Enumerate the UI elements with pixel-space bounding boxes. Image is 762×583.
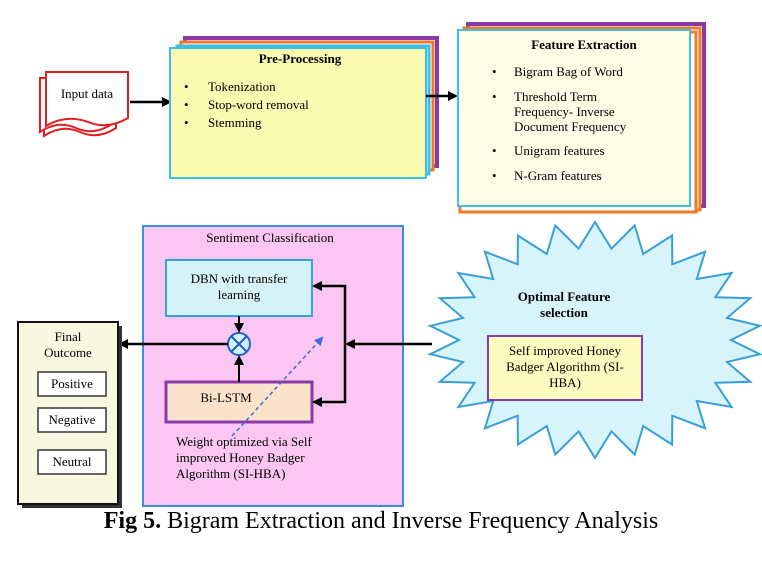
si-hba-line-2: Badger Algorithm (SI- [506,359,624,374]
preprocessing-item-3: Stemming [208,115,262,130]
neutral-box [37,449,107,475]
final-outcome-box: Final Outcome Positive Negative Neutral [17,321,122,508]
feature-extraction-box: Feature Extraction • Bigram Bag of Word … [457,22,706,214]
bilstm-label: Bi-LSTM [200,390,252,405]
weight-label-line-2: improved Honey Badger [176,450,305,465]
negative-label: Negative [49,412,96,427]
preprocessing-title: Pre-Processing [259,51,342,66]
sentiment-classification-box: Sentiment Classification DBN with transf… [142,225,404,507]
input-data-node: Input data [39,71,129,138]
figure-caption-number: Fig 5. [103,508,162,534]
si-hba-line-1: Self improved Honey [509,343,621,358]
feature-item-2-line-3: Document Frequency [514,119,627,134]
positive-box [37,371,107,397]
feature-item-1: Bigram Bag of Word [514,64,623,79]
feature-bullet-1: • [492,64,497,79]
feed-line-to-bilstm [312,344,347,407]
positive-label: Positive [51,376,93,391]
negative-box [37,407,107,433]
weight-optimization-arrow [231,336,324,437]
figure-caption: Fig 5. Bigram Extraction and Inverse Fre… [0,508,762,535]
final-title-line-1: Final [55,329,82,344]
preprocessing-item-2: Stop-word removal [208,97,309,112]
feature-item-2-line-1: Threshold Term [514,89,597,104]
dbn-label-line-2: learning [218,287,261,302]
feature-extraction-title: Feature Extraction [531,37,637,52]
feature-item-2-line-2: Frequency- Inverse [514,104,615,119]
input-data-label: Input data [61,86,114,101]
preprocessing-bullet-3: • [184,115,189,130]
optimal-feature-selection-star: Optimal Feature selection Self improved … [427,220,762,460]
preprocessing-item-1: Tokenization [208,79,276,94]
preprocessing-box: Pre-Processing • Tokenization • Stop-wor… [169,36,439,179]
final-title-line-2: Outcome [44,345,92,360]
si-hba-line-3: HBA) [549,375,581,390]
figure-caption-text: Bigram Extraction and Inverse Frequency … [167,508,659,534]
optimal-title-line-1: Optimal Feature [518,289,611,304]
sentiment-title: Sentiment Classification [206,230,334,245]
feature-bullet-2: • [492,89,497,104]
combiner-cross-b [230,335,248,353]
si-hba-box [487,335,643,401]
preprocessing-bullet-1: • [184,79,189,94]
dbn-label-line-1: DBN with transfer [191,271,288,286]
preprocessing-bullet-2: • [184,97,189,112]
feature-item-3: Unigram features [514,143,605,158]
feature-bullet-3: • [492,143,497,158]
feature-bullet-4: • [492,168,497,183]
feature-item-4: N-Gram features [514,168,602,183]
optimal-title-line-2: selection [540,305,588,320]
neutral-label: Neutral [53,454,92,469]
weight-label-line-1: Weight optimized via Self [176,434,312,449]
feed-line-to-dbn [312,281,347,344]
weight-label-line-3: Algorithm (SI-HBA) [176,466,285,481]
